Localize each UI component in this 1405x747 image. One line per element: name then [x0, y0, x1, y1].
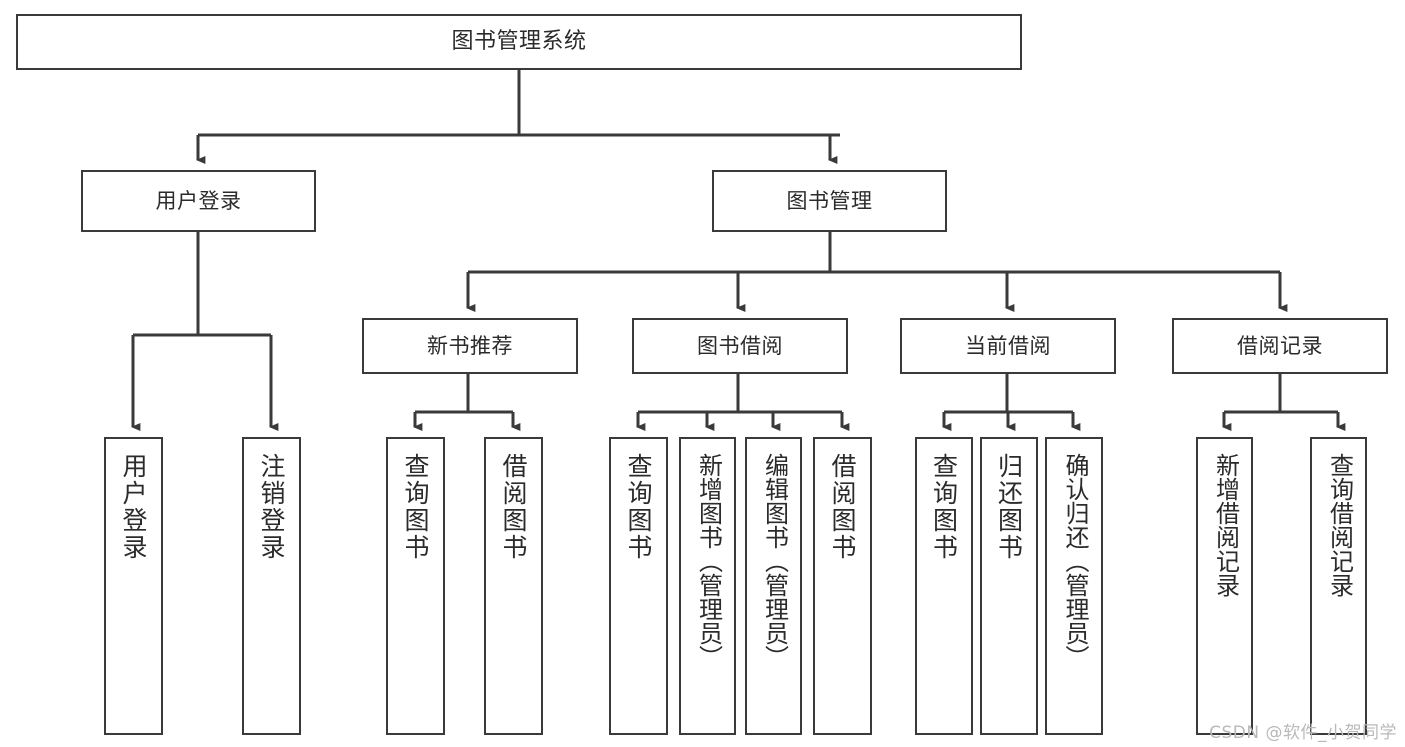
node-label: 借阅记录	[1237, 333, 1323, 358]
node-leaf-add-book[interactable]: 新增图书（管理员）	[679, 437, 736, 735]
node-label: 归还图书	[994, 453, 1024, 561]
node-label: 用户登录	[155, 188, 242, 213]
node-label: 图书管理系统	[451, 29, 587, 55]
node-label: 图书管理	[786, 188, 873, 213]
node-label: 确认归还（管理员）	[1060, 453, 1089, 669]
node-book-borrow[interactable]: 图书借阅	[632, 318, 848, 374]
node-label: 图书借阅	[697, 333, 783, 358]
node-leaf-query-record[interactable]: 查询借阅记录	[1310, 437, 1367, 735]
node-leaf-add-record[interactable]: 新增借阅记录	[1196, 437, 1253, 735]
node-leaf-borrow-book-1[interactable]: 借阅图书	[484, 437, 543, 735]
node-label: 用户登录	[119, 453, 148, 561]
node-leaf-user-login[interactable]: 用户登录	[104, 437, 163, 735]
node-label: 借阅图书	[828, 453, 857, 561]
node-label: 查询图书	[929, 453, 959, 561]
node-label: 查询图书	[401, 453, 430, 561]
node-label: 新增借阅记录	[1211, 453, 1240, 597]
node-leaf-return-book[interactable]: 归还图书	[980, 437, 1038, 735]
node-leaf-edit-book[interactable]: 编辑图书（管理员）	[745, 437, 802, 735]
node-leaf-query-book-2[interactable]: 查询图书	[609, 437, 668, 735]
node-leaf-query-book-1[interactable]: 查询图书	[386, 437, 445, 735]
node-new-book-recommend[interactable]: 新书推荐	[362, 318, 578, 374]
node-label: 注销登录	[257, 453, 286, 561]
node-label: 新增图书（管理员）	[694, 453, 723, 669]
node-user-login[interactable]: 用户登录	[81, 170, 316, 232]
watermark-csdn: CSDN @软件_小贺同学	[1209, 723, 1397, 743]
node-current-borrow[interactable]: 当前借阅	[900, 318, 1116, 374]
node-book-manage[interactable]: 图书管理	[712, 170, 947, 232]
node-leaf-confirm-return[interactable]: 确认归还（管理员）	[1045, 437, 1103, 735]
node-borrow-record[interactable]: 借阅记录	[1172, 318, 1388, 374]
node-label: 查询借阅记录	[1325, 453, 1354, 597]
node-label: 新书推荐	[427, 333, 513, 358]
node-root-system[interactable]: 图书管理系统	[16, 14, 1022, 70]
node-label: 查询图书	[624, 453, 653, 561]
node-leaf-query-book-3[interactable]: 查询图书	[915, 437, 973, 735]
node-label: 借阅图书	[499, 453, 528, 561]
node-leaf-logout[interactable]: 注销登录	[242, 437, 301, 735]
node-label: 编辑图书（管理员）	[760, 453, 789, 669]
node-label: 当前借阅	[965, 333, 1051, 358]
node-leaf-borrow-book-2[interactable]: 借阅图书	[813, 437, 872, 735]
